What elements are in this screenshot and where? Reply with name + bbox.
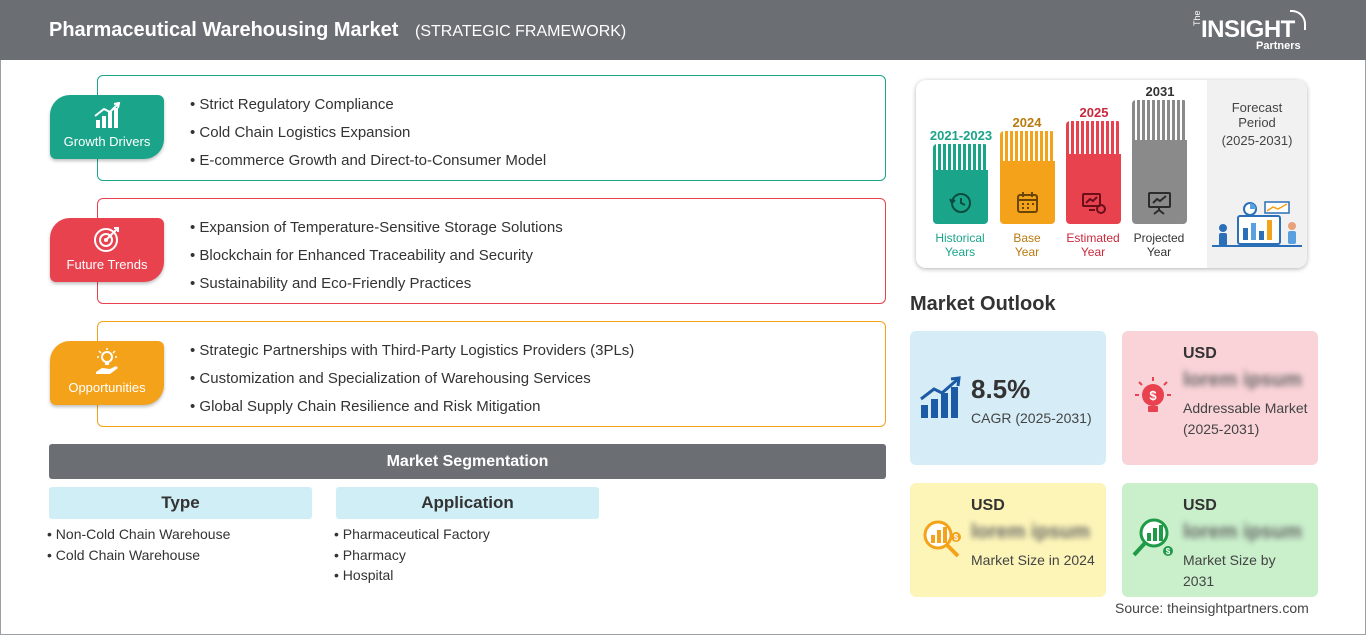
- market-outlook-title: Market Outlook: [910, 293, 1056, 315]
- list-item: Expansion of Temperature-Sensitive Stora…: [190, 219, 562, 247]
- projected-bar: [1132, 100, 1187, 224]
- size-2024-value: lorem ipsum: [971, 521, 1090, 543]
- base-bar-stripes: [1000, 131, 1055, 161]
- list-item: Pharmaceutical Factory: [334, 526, 490, 547]
- size-2031-value: lorem ipsum: [1183, 521, 1302, 543]
- history-clock-icon: [947, 189, 974, 216]
- addressable-currency: USD: [1183, 345, 1217, 362]
- list-item: Customization and Specialization of Ware…: [190, 370, 634, 398]
- logo-arc-icon: [1290, 10, 1306, 30]
- base-bar: [1000, 131, 1055, 224]
- historical-year: 2021-2023: [929, 128, 993, 143]
- list-item: Cold Chain Logistics Expansion: [190, 124, 546, 152]
- addressable-label: Addressable Market (2025-2031): [1183, 400, 1308, 437]
- insight-partners-logo[interactable]: The INSIGHT Partners: [1192, 10, 1312, 54]
- page-subtitle: (STRATEGIC FRAMEWORK): [415, 23, 627, 40]
- size-2024-label: Market Size in 2024: [971, 552, 1095, 568]
- target-icon: [50, 225, 164, 253]
- analyst-illustration-icon: [1210, 198, 1304, 263]
- estimated-label-2: Year: [1080, 245, 1106, 259]
- logo-insight: INSIGHT: [1201, 16, 1295, 43]
- growth-drivers-box: Strict Regulatory Compliance Cold Chain …: [97, 75, 886, 181]
- list-item: Non-Cold Chain Warehouse: [47, 526, 231, 547]
- forecast-range: (2025-2031): [1221, 133, 1293, 148]
- estimated-bar: [1066, 121, 1121, 224]
- magnifier-chart-icon: $: [918, 515, 964, 561]
- market-segmentation-bar: Market Segmentation: [49, 444, 886, 479]
- growth-chart-icon: [50, 102, 164, 130]
- cagr-value: 8.5%: [971, 374, 1031, 404]
- list-item: Sustainability and Eco-Friendly Practice…: [190, 275, 563, 303]
- opportunities-box: Strategic Partnerships with Third-Party …: [97, 321, 886, 427]
- base-year: 2024: [1012, 115, 1042, 130]
- list-item: Global Supply Chain Resilience and Risk …: [190, 398, 634, 426]
- type-header: Type: [49, 487, 312, 519]
- base-bar-fill: [1000, 161, 1055, 224]
- lightbulb-dollar-icon: $: [1130, 375, 1176, 421]
- analytics-screen-icon: [1080, 189, 1107, 216]
- svg-text:$: $: [1166, 547, 1171, 556]
- historical-bar-stripes: [933, 144, 988, 170]
- projected-label-1: Projected: [1133, 231, 1185, 245]
- historical-bar: [933, 144, 988, 224]
- cagr-card: 8.5% CAGR (2025-2031): [910, 331, 1106, 465]
- size-2024-currency: USD: [971, 497, 1005, 514]
- growth-drivers-label: Growth Drivers: [63, 134, 151, 149]
- estimated-year: 2025: [1079, 105, 1109, 120]
- size-2031-label: Market Size by 2031: [1183, 552, 1276, 589]
- addressable-value: lorem ipsum: [1183, 369, 1302, 391]
- projected-year: 2031: [1145, 84, 1175, 99]
- timeline-panel: Forecast Period (2025-2031) 2021-2023 Hi…: [916, 80, 1307, 268]
- opportunities-list: Strategic Partnerships with Third-Party …: [190, 342, 634, 426]
- estimated-bar-fill: [1066, 154, 1121, 224]
- svg-text:$: $: [1149, 388, 1157, 403]
- svg-text:$: $: [954, 533, 959, 542]
- projected-bar-stripes: [1132, 100, 1187, 140]
- page-title: Pharmaceutical Warehousing Market: [49, 19, 399, 41]
- projected-label-2: Year: [1146, 245, 1172, 259]
- future-trends-label: Future Trends: [66, 257, 148, 272]
- application-list: Pharmaceutical Factory Pharmacy Hospital: [334, 526, 490, 588]
- growth-drivers-list: Strict Regulatory Compliance Cold Chain …: [190, 96, 546, 180]
- list-item: Strict Regulatory Compliance: [190, 96, 546, 124]
- list-item: E-commerce Growth and Direct-to-Consumer…: [190, 152, 546, 180]
- list-item: Pharmacy: [334, 547, 490, 568]
- period-label: Period: [1238, 115, 1276, 130]
- growth-drivers-badge: Growth Drivers: [50, 95, 164, 159]
- lightbulb-hand-icon: [50, 348, 164, 376]
- estimated-label-1: Estimated: [1066, 231, 1120, 245]
- historical-label-1: Historical: [935, 231, 985, 245]
- source-link[interactable]: Source: theinsightpartners.com: [1115, 600, 1309, 616]
- historical-bar-fill: [933, 170, 988, 224]
- addressable-market-card: $ USD lorem ipsum Addressable Market (20…: [1122, 331, 1318, 465]
- presentation-board-icon: [1146, 189, 1173, 216]
- size-2031-currency: USD: [1183, 497, 1217, 514]
- future-trends-badge: Future Trends: [50, 218, 164, 282]
- logo-partners: Partners: [1256, 40, 1301, 52]
- list-item: Blockchain for Enhanced Traceability and…: [190, 247, 563, 275]
- growth-chart-icon: [918, 375, 964, 421]
- opportunities-badge: Opportunities: [50, 341, 164, 405]
- list-item: Hospital: [334, 567, 490, 588]
- future-trends-list: Expansion of Temperature-Sensitive Stora…: [190, 219, 563, 303]
- opportunities-label: Opportunities: [68, 380, 146, 395]
- application-header: Application: [336, 487, 599, 519]
- estimated-bar-stripes: [1066, 121, 1121, 154]
- base-label-1: Base: [1013, 231, 1041, 245]
- list-item: Strategic Partnerships with Third-Party …: [190, 342, 634, 370]
- historical-label-2: Years: [944, 245, 976, 259]
- header-bar: Pharmaceutical Warehousing Market (STRAT…: [0, 0, 1366, 60]
- cagr-label: CAGR (2025-2031): [971, 410, 1092, 426]
- market-size-2031-card: $ USD lorem ipsum Market Size by 2031: [1122, 483, 1318, 597]
- magnifier-growth-icon: $: [1130, 515, 1176, 561]
- market-size-2024-card: $ USD lorem ipsum Market Size in 2024: [910, 483, 1106, 597]
- list-item: Cold Chain Warehouse: [47, 547, 230, 568]
- forecast-label: Forecast: [1231, 100, 1283, 115]
- calendar-icon: [1014, 189, 1041, 216]
- base-label-2: Year: [1014, 245, 1040, 259]
- type-list: Non-Cold Chain Warehouse Cold Chain Ware…: [47, 526, 231, 568]
- future-trends-box: Expansion of Temperature-Sensitive Stora…: [97, 198, 886, 304]
